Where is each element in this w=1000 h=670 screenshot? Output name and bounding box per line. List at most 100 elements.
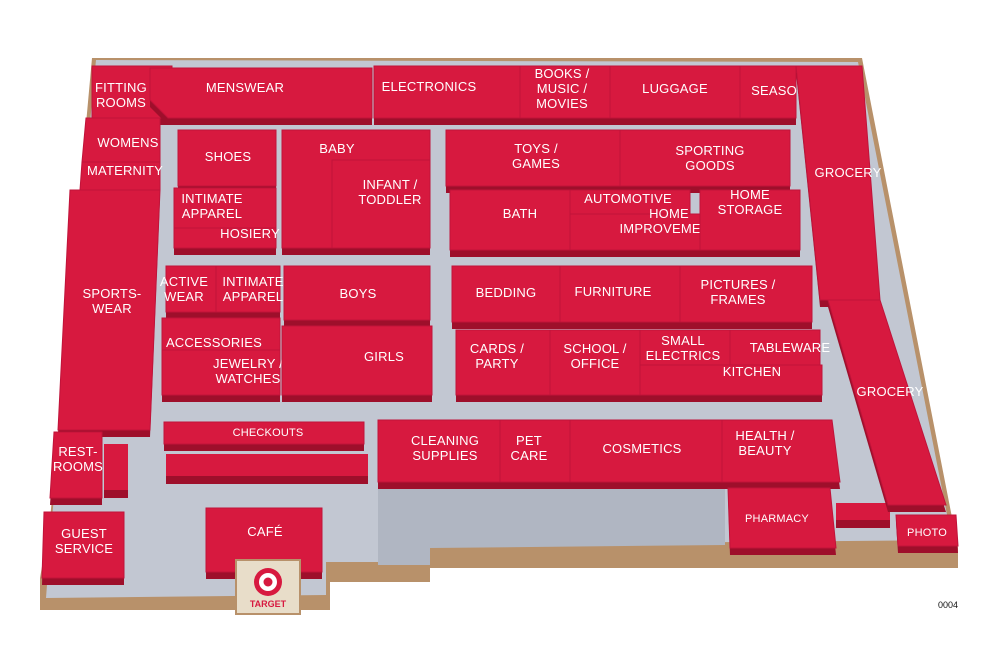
fixture-block — [104, 444, 128, 490]
department-pharmacy[interactable]: PHARMACY — [727, 487, 837, 555]
department-grocery-bottom[interactable]: GROCERY — [827, 299, 947, 512]
department-cards-party[interactable]: CARDS /PARTY — [455, 329, 551, 402]
department-label: BATH — [503, 206, 538, 221]
department-label: CHECKOUTS — [233, 427, 304, 439]
department-label: BEDDING — [476, 285, 537, 300]
department-block[interactable] — [149, 67, 373, 119]
department-shoes[interactable]: SHOES — [177, 129, 277, 193]
department-infant-toddler[interactable]: INFANT /TODDLER — [331, 159, 431, 255]
department-accessories[interactable]: ACCESSORIES — [161, 317, 281, 357]
department-label: ELECTRONICS — [382, 79, 477, 94]
department-girls[interactable]: GIRLS — [281, 325, 433, 402]
department-school-office[interactable]: SCHOOL /OFFICE — [549, 329, 641, 402]
fixture-block — [836, 503, 890, 520]
department-block[interactable] — [281, 325, 433, 396]
department-block[interactable] — [205, 507, 323, 573]
department-block[interactable] — [163, 421, 365, 445]
department-label: FURNITURE — [575, 284, 652, 299]
department-label: BABY — [319, 141, 355, 156]
department-photo[interactable]: PHOTO — [895, 514, 959, 553]
department-sportswear[interactable]: SPORTS-WEAR — [57, 189, 161, 437]
department-block[interactable] — [283, 265, 431, 321]
department-block[interactable] — [679, 265, 813, 323]
department-bath[interactable]: BATH — [449, 189, 571, 257]
department-block[interactable] — [895, 514, 959, 547]
department-checkouts[interactable]: CHECKOUTS — [163, 421, 365, 451]
department-label: TOYS /GAMES — [512, 141, 560, 171]
department-block[interactable] — [639, 364, 823, 396]
department-block[interactable] — [827, 299, 947, 506]
department-label: LUGGAGE — [642, 81, 708, 96]
department-hosiery[interactable]: HOSIERY — [173, 226, 280, 255]
department-block[interactable] — [739, 65, 797, 119]
department-bedding[interactable]: BEDDING — [451, 265, 561, 329]
department-books-music-movies[interactable]: BOOKS /MUSIC /MOVIES — [519, 65, 611, 125]
department-electronics[interactable]: ELECTRONICS — [373, 65, 521, 125]
department-label: CARDS /PARTY — [470, 341, 524, 371]
department-label: PICTURES /FRAMES — [701, 277, 776, 307]
department-label: PHARMACY — [745, 513, 809, 525]
department-block[interactable] — [727, 487, 837, 549]
department-health-beauty[interactable]: HEALTH /BEAUTY — [721, 419, 841, 489]
department-block[interactable] — [57, 189, 161, 431]
department-block[interactable] — [331, 159, 431, 249]
department-block[interactable] — [619, 129, 791, 187]
department-label: ACCESSORIES — [166, 335, 262, 350]
department-label: COSMETICS — [602, 441, 681, 456]
department-grocery-top[interactable]: GROCERY — [795, 65, 882, 307]
department-block[interactable] — [49, 431, 103, 499]
department-restrooms[interactable]: REST-ROOMS — [49, 431, 103, 505]
department-block[interactable] — [173, 227, 277, 249]
department-label: HEALTH /BEAUTY — [735, 428, 794, 458]
department-label: WOMENS — [97, 135, 158, 150]
department-jewelry-watches[interactable]: JEWELRY /WATCHES — [161, 349, 283, 402]
department-block[interactable] — [721, 419, 841, 483]
department-block[interactable] — [177, 129, 277, 187]
department-tableware[interactable]: TABLEWARE — [729, 329, 831, 372]
department-block[interactable] — [161, 349, 281, 396]
department-cosmetics[interactable]: COSMETICS — [569, 419, 723, 489]
department-furniture[interactable]: FURNITURE — [559, 265, 681, 329]
department-kitchen[interactable]: KITCHEN — [639, 364, 823, 402]
department-label: KITCHEN — [723, 364, 781, 379]
target-logo: TARGET — [235, 559, 301, 615]
department-pictures-frames[interactable]: PICTURES /FRAMES — [679, 265, 813, 329]
image-code: 0004 — [938, 600, 958, 610]
department-seasonal[interactable]: SEASONAL — [739, 65, 823, 125]
department-block[interactable] — [699, 189, 801, 251]
department-label: GROCERY — [815, 165, 882, 180]
department-automotive[interactable]: AUTOMOTIVE — [569, 189, 691, 221]
department-label: SPORTS-WEAR — [83, 286, 142, 316]
department-luggage[interactable]: LUGGAGE — [609, 65, 741, 125]
department-toys-games[interactable]: TOYS /GAMES — [445, 129, 621, 193]
department-womens[interactable]: WOMENS — [81, 117, 161, 169]
department-label: TABLEWARE — [750, 340, 831, 355]
department-menswear[interactable]: MENSWEAR — [149, 67, 373, 125]
department-label: BOOKS /MUSIC /MOVIES — [535, 66, 590, 111]
department-block[interactable] — [215, 265, 281, 313]
department-label: MATERNITY — [87, 163, 163, 178]
department-label: HOSIERY — [220, 226, 280, 241]
fixture-block — [166, 454, 368, 476]
department-label: SCHOOL /OFFICE — [563, 341, 626, 371]
department-block[interactable] — [41, 511, 125, 579]
department-label: CAFÉ — [247, 524, 283, 539]
department-boys[interactable]: BOYS — [283, 265, 431, 327]
